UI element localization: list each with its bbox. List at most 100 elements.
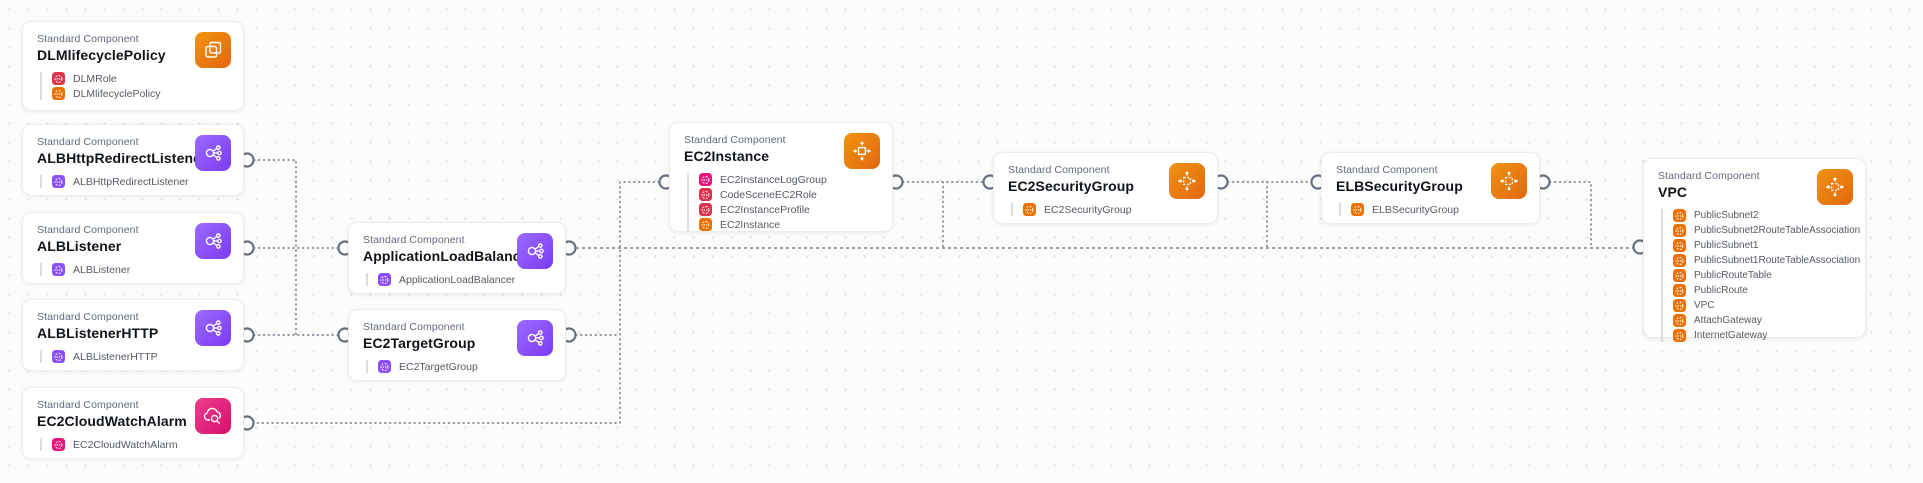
resource-label: EC2TargetGroup bbox=[399, 360, 478, 373]
resource-icon bbox=[699, 203, 712, 216]
resource-icon bbox=[1673, 299, 1686, 312]
security-group-icon bbox=[1491, 163, 1527, 199]
ec2-instance-icon bbox=[844, 133, 880, 169]
component-kind-label: Standard Component bbox=[37, 33, 139, 45]
load-balancer-icon bbox=[195, 223, 231, 259]
resource-item[interactable]: PublicSubnet1 bbox=[1673, 239, 1851, 252]
resource-item[interactable]: EC2CloudWatchAlarm bbox=[52, 438, 229, 451]
resource-item[interactable]: EC2Instance bbox=[699, 218, 878, 231]
component-card-dlmlifecyclepolicy[interactable]: Standard Component DLMlifecyclePolicy DL… bbox=[22, 21, 244, 111]
resource-icon bbox=[1023, 203, 1036, 216]
component-card-alblistenerhttp[interactable]: Standard Component ALBListenerHTTP ALBLi… bbox=[22, 299, 244, 371]
component-kind-label: Standard Component bbox=[363, 321, 465, 333]
resource-label: DLMlifecyclePolicy bbox=[73, 87, 161, 100]
component-kind-label: Standard Component bbox=[37, 224, 139, 236]
component-title: EC2CloudWatchAlarm bbox=[37, 413, 187, 429]
component-title: ELBSecurityGroup bbox=[1336, 178, 1463, 194]
resource-label: CodeSceneEC2Role bbox=[720, 188, 817, 201]
component-card-elbsecuritygroup[interactable]: Standard Component ELBSecurityGroup ELBS… bbox=[1321, 152, 1540, 224]
resource-item[interactable]: VPC bbox=[1673, 299, 1851, 312]
security-group-icon bbox=[1169, 163, 1205, 199]
component-card-applicationloadbalancer[interactable]: Standard Component ApplicationLoadBalanc… bbox=[348, 222, 566, 294]
resource-item[interactable]: AttachGateway bbox=[1673, 314, 1851, 327]
resource-label: ELBSecurityGroup bbox=[1372, 203, 1459, 216]
resource-icon bbox=[1673, 224, 1686, 237]
resource-label: ApplicationLoadBalancer bbox=[399, 273, 516, 286]
resource-item[interactable]: ApplicationLoadBalancer bbox=[378, 273, 551, 286]
resource-label: DLMRole bbox=[73, 72, 117, 85]
resource-item[interactable]: PublicRouteTable bbox=[1673, 269, 1851, 282]
component-title: DLMlifecyclePolicy bbox=[37, 47, 166, 63]
resource-label: EC2InstanceLogGroup bbox=[720, 173, 827, 186]
resource-icon bbox=[52, 438, 65, 451]
resource-item[interactable]: EC2InstanceProfile bbox=[699, 203, 878, 216]
resource-label: AttachGateway bbox=[1694, 315, 1762, 326]
component-kind-label: Standard Component bbox=[37, 399, 139, 411]
resource-icon bbox=[52, 72, 65, 85]
component-card-ec2cloudwatchalarm[interactable]: Standard Component EC2CloudWatchAlarm EC… bbox=[22, 387, 244, 459]
resource-item[interactable]: ALBHttpRedirectListener bbox=[52, 175, 229, 188]
resource-label: PublicRoute bbox=[1694, 285, 1748, 296]
resource-icon bbox=[52, 350, 65, 363]
resource-item[interactable]: EC2InstanceLogGroup bbox=[699, 173, 878, 186]
resource-item[interactable]: ALBListenerHTTP bbox=[52, 350, 229, 363]
component-title: EC2TargetGroup bbox=[363, 335, 476, 351]
resource-label: ALBListener bbox=[73, 263, 131, 276]
resource-label: VPC bbox=[1694, 300, 1715, 311]
load-balancer-icon bbox=[195, 135, 231, 171]
resource-item[interactable]: ALBListener bbox=[52, 263, 229, 276]
resource-label: PublicRouteTable bbox=[1694, 270, 1772, 281]
component-kind-label: Standard Component bbox=[363, 234, 465, 246]
component-title: ALBListener bbox=[37, 238, 122, 254]
connection-wire bbox=[253, 159, 297, 336]
resource-item[interactable]: PublicSubnet2RouteTableAssociation bbox=[1673, 224, 1860, 237]
resource-label: EC2SecurityGroup bbox=[1044, 203, 1132, 216]
component-kind-label: Standard Component bbox=[1658, 170, 1760, 182]
resource-item[interactable]: PublicSubnet1RouteTableAssociation bbox=[1673, 254, 1860, 267]
resource-item[interactable]: InternetGateway bbox=[1673, 329, 1851, 342]
resource-item[interactable]: EC2SecurityGroup bbox=[1023, 203, 1203, 216]
resource-icon bbox=[52, 175, 65, 188]
component-card-ec2instance[interactable]: Standard Component EC2Instance EC2Instan… bbox=[669, 122, 893, 232]
resource-icon bbox=[699, 188, 712, 201]
resource-icon bbox=[378, 360, 391, 373]
component-title: ApplicationLoadBalancer bbox=[363, 248, 535, 264]
component-title: ALBHttpRedirectListener bbox=[37, 150, 207, 166]
resource-icon bbox=[1673, 329, 1686, 342]
component-kind-label: Standard Component bbox=[37, 136, 139, 148]
resource-label: PublicSubnet2 bbox=[1694, 210, 1759, 221]
resource-icon bbox=[52, 263, 65, 276]
resource-icon bbox=[1673, 284, 1686, 297]
vpc-icon bbox=[1817, 169, 1853, 205]
resource-icon bbox=[1673, 209, 1686, 222]
resource-icon bbox=[1673, 254, 1686, 267]
resource-item[interactable]: CodeSceneEC2Role bbox=[699, 188, 878, 201]
load-balancer-icon bbox=[517, 320, 553, 356]
resource-label: EC2CloudWatchAlarm bbox=[73, 438, 178, 451]
resource-icon bbox=[1673, 269, 1686, 282]
component-card-ec2targetgroup[interactable]: Standard Component EC2TargetGroup EC2Tar… bbox=[348, 309, 566, 381]
resource-item[interactable]: EC2TargetGroup bbox=[378, 360, 551, 373]
resource-item[interactable]: DLMlifecyclePolicy bbox=[52, 87, 229, 100]
resource-item[interactable]: DLMRole bbox=[52, 72, 229, 85]
component-kind-label: Standard Component bbox=[1336, 164, 1438, 176]
load-balancer-icon bbox=[517, 233, 553, 269]
component-card-alblistener[interactable]: Standard Component ALBListener ALBListen… bbox=[22, 212, 244, 284]
resource-label: PublicSubnet1 bbox=[1694, 240, 1759, 251]
resource-item[interactable]: ELBSecurityGroup bbox=[1351, 203, 1525, 216]
component-card-vpc[interactable]: Standard Component VPC PublicSubnet2 Pub… bbox=[1643, 158, 1866, 342]
resource-label: ALBHttpRedirectListener bbox=[73, 175, 189, 188]
resource-item[interactable]: PublicRoute bbox=[1673, 284, 1851, 297]
resource-label: PublicSubnet1RouteTableAssociation bbox=[1694, 255, 1861, 266]
resource-label: ALBListenerHTTP bbox=[73, 350, 158, 363]
component-title: VPC bbox=[1658, 184, 1688, 200]
resource-item[interactable]: PublicSubnet2 bbox=[1673, 209, 1851, 222]
connection-wire bbox=[253, 181, 660, 424]
resource-label: EC2InstanceProfile bbox=[720, 203, 810, 216]
resource-icon bbox=[699, 173, 712, 186]
component-card-ec2securitygroup[interactable]: Standard Component EC2SecurityGroup EC2S… bbox=[993, 152, 1218, 224]
resource-icon bbox=[1673, 239, 1686, 252]
component-card-albhttpredirectlistener[interactable]: Standard Component ALBHttpRedirectListen… bbox=[22, 124, 244, 196]
